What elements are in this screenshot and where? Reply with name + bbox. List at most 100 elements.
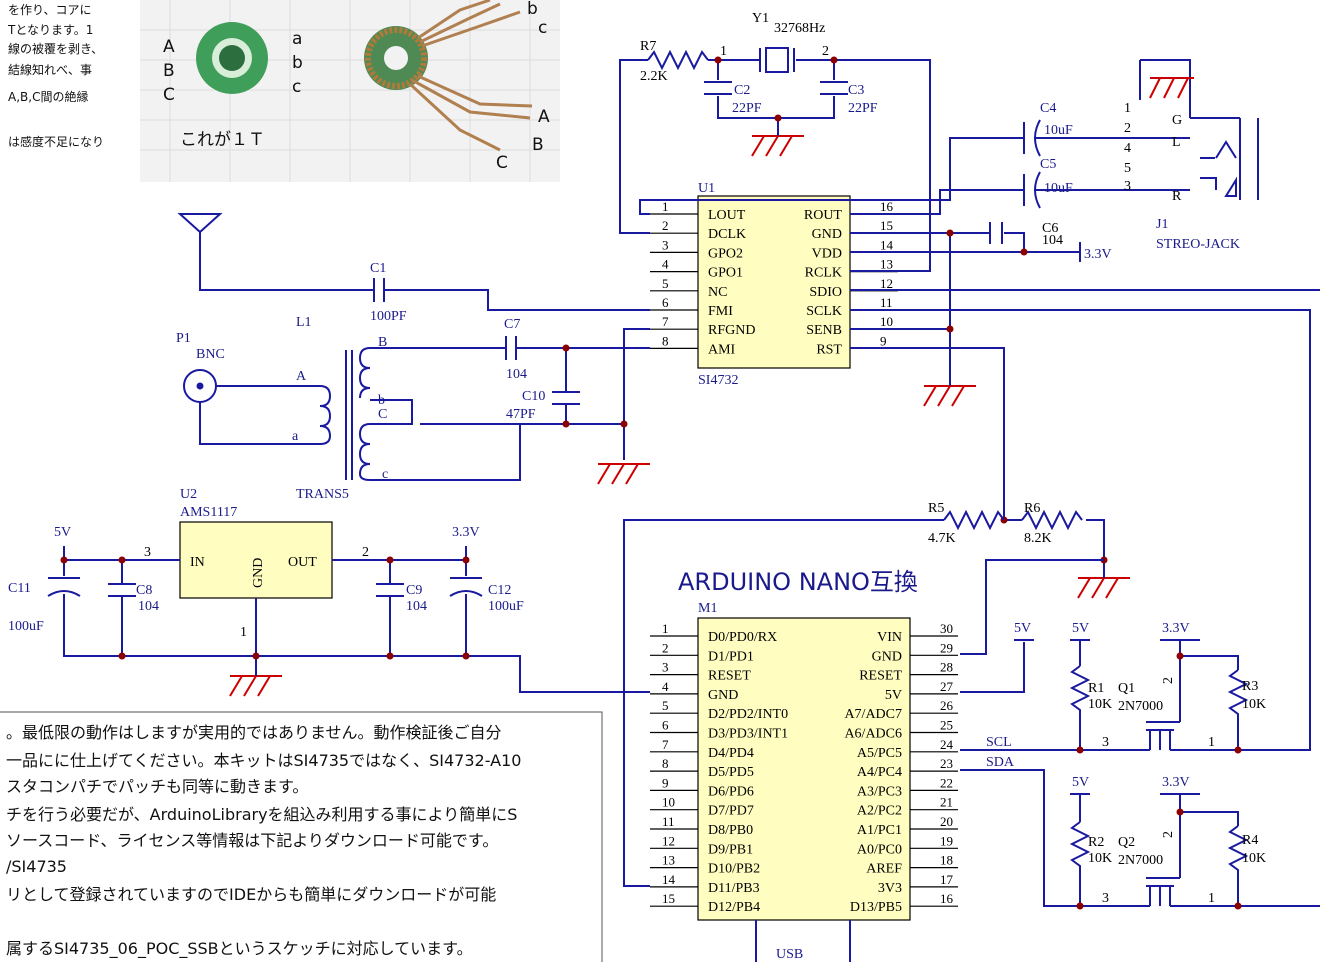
pin-name: D0/PD0/RX <box>708 630 777 645</box>
v5-label: 5V <box>1072 621 1089 636</box>
pin-name: D4/PD4 <box>708 746 754 761</box>
c8-ref: C8 <box>136 583 152 598</box>
scl-label: SCL <box>986 735 1012 750</box>
u2-wiring <box>63 546 650 693</box>
pin-number: 17 <box>940 872 954 887</box>
r2-value: 10K <box>1088 851 1112 866</box>
photo-label-a: a <box>292 29 302 49</box>
v33-top-label: 3.3V <box>1084 247 1112 262</box>
c2-ref: C2 <box>734 83 750 98</box>
l1-tap-b: b <box>378 393 385 408</box>
c11-value: 100uF <box>8 619 44 634</box>
pin-number: 3 <box>662 660 669 675</box>
sda-label: SDA <box>986 755 1015 770</box>
pin-number: 2 <box>662 640 669 655</box>
pin-number: 24 <box>940 737 954 752</box>
bottom-note-line: スタコンパチでパッチも同等に動きます。 <box>6 777 308 796</box>
pin-number: 25 <box>940 718 953 733</box>
m1-ref: M1 <box>698 601 717 616</box>
c10-value: 47PF <box>506 407 536 422</box>
pin-name: A4/PC4 <box>857 765 902 780</box>
pin-name: A0/PC0 <box>857 842 902 857</box>
bottom-note: 。最低限の動作はしますが実用的ではありません。動作検証後ご自分 一品にに仕上げて… <box>0 711 603 962</box>
c11-capacitor: C11 100uF 5V <box>8 525 81 634</box>
pin-name: RST <box>816 342 842 357</box>
pin-number: 12 <box>662 833 675 848</box>
pin-number: 4 <box>662 257 669 272</box>
pin-number: 8 <box>662 756 669 771</box>
pin-number: 7 <box>662 737 669 752</box>
ground-icon <box>597 463 650 485</box>
top-note-line: は感度不足になり <box>8 134 104 149</box>
photo-label-A: A <box>163 37 175 57</box>
c3-ref: C3 <box>848 83 864 98</box>
pin-number: 9 <box>880 333 887 348</box>
r3-ref: R3 <box>1242 679 1258 694</box>
photo-bottom-label-A: A <box>538 107 550 127</box>
bottom-note-line: ソースコード、ライセンス等情報は下記よりダウンロード可能です。 <box>6 831 498 850</box>
p1-ref: P1 <box>176 331 191 346</box>
pin-name: RCLK <box>805 266 842 281</box>
bottom-note-line: リとして登録されていますのでIDEからも簡単にダウンロードが可能 <box>6 885 496 904</box>
pin-name: LOUT <box>708 208 746 223</box>
pin-name: D10/PB2 <box>708 862 760 877</box>
antenna <box>177 213 223 234</box>
pin-number: 29 <box>940 640 953 655</box>
pin-number: 27 <box>940 679 954 694</box>
c5-capacitor: C5 10uF <box>1023 157 1073 209</box>
c12-capacitor: C12 100uF 3.3V <box>449 525 524 614</box>
pin-name: RESET <box>859 669 902 684</box>
l1-part: TRANS5 <box>296 487 349 502</box>
bottom-note-line: /SI4735 <box>6 857 67 876</box>
q2-part: 2N7000 <box>1118 853 1163 868</box>
c10-capacitor: C10 47PF <box>506 389 580 422</box>
pin-name: A2/PC2 <box>857 804 902 819</box>
r4-value: 10K <box>1242 851 1266 866</box>
c4-capacitor: C4 10uF <box>1023 101 1073 157</box>
top-note-line: 線の被覆を剥き、 <box>8 41 103 56</box>
pin-name: SENB <box>806 323 842 338</box>
p1-tap-a: a <box>292 429 299 444</box>
bottom-note-line: 。最低限の動作はしますが実用的ではありません。動作検証後ご自分 <box>6 723 502 742</box>
ground-icon <box>1149 77 1194 99</box>
c3-value: 22PF <box>848 101 878 116</box>
pin-name: AREF <box>866 862 902 877</box>
top-note-line: Tとなります。1 <box>7 23 93 37</box>
q1-part: 2N7000 <box>1118 699 1163 714</box>
pin-number: 6 <box>662 718 669 733</box>
pin-name: GND <box>708 688 738 703</box>
pin-number: 4 <box>662 679 669 694</box>
q2-pin3: 3 <box>1102 891 1109 906</box>
c7-ref: C7 <box>504 317 520 332</box>
u2-pin-gnd: 1 <box>240 625 247 640</box>
photo-top-label-b: b <box>527 0 538 19</box>
pin-name: RESET <box>708 669 751 684</box>
pin-name: RFGND <box>708 323 755 338</box>
pin-number: 6 <box>662 295 669 310</box>
r5-value: 4.7K <box>928 531 956 546</box>
pin-number: 9 <box>662 775 669 790</box>
pin-number: 12 <box>880 276 893 291</box>
pin-number: 11 <box>662 814 675 829</box>
c1-ref: C1 <box>370 261 386 276</box>
l1-tap-C: C <box>378 407 387 422</box>
pin-number: 30 <box>940 621 953 636</box>
m1-pin-group: 1D0/PD0/RX2D1/PD13RESET4GND5D2/PD2/INT06… <box>650 621 958 915</box>
pin-name: GPO1 <box>708 266 743 281</box>
photo-grid <box>140 0 560 182</box>
y1-crystal: Y1 32768Hz 1 2 <box>720 11 829 73</box>
q2-pin1: 1 <box>1208 891 1215 906</box>
top-note-line: A,B,C間の絶縁 <box>8 89 88 104</box>
r1-ref: R1 <box>1088 681 1104 696</box>
u2-out-label: OUT <box>288 555 317 570</box>
pin-name: A3/PC3 <box>857 784 902 799</box>
pin-name: D2/PD2/INT0 <box>708 707 788 722</box>
c12-ref: C12 <box>488 583 511 598</box>
bottom-note-line: 属するSI4735_06_POC_SSBというスケッチに対応しています。 <box>6 939 473 959</box>
photo-caption: これが１Ｔ <box>180 130 265 150</box>
pin-name: FMI <box>708 304 733 319</box>
q2-ref: Q2 <box>1118 835 1135 850</box>
pin-name: D13/PB5 <box>850 900 902 915</box>
r4-ref: R4 <box>1242 833 1258 848</box>
c10-ref: C10 <box>522 389 545 404</box>
